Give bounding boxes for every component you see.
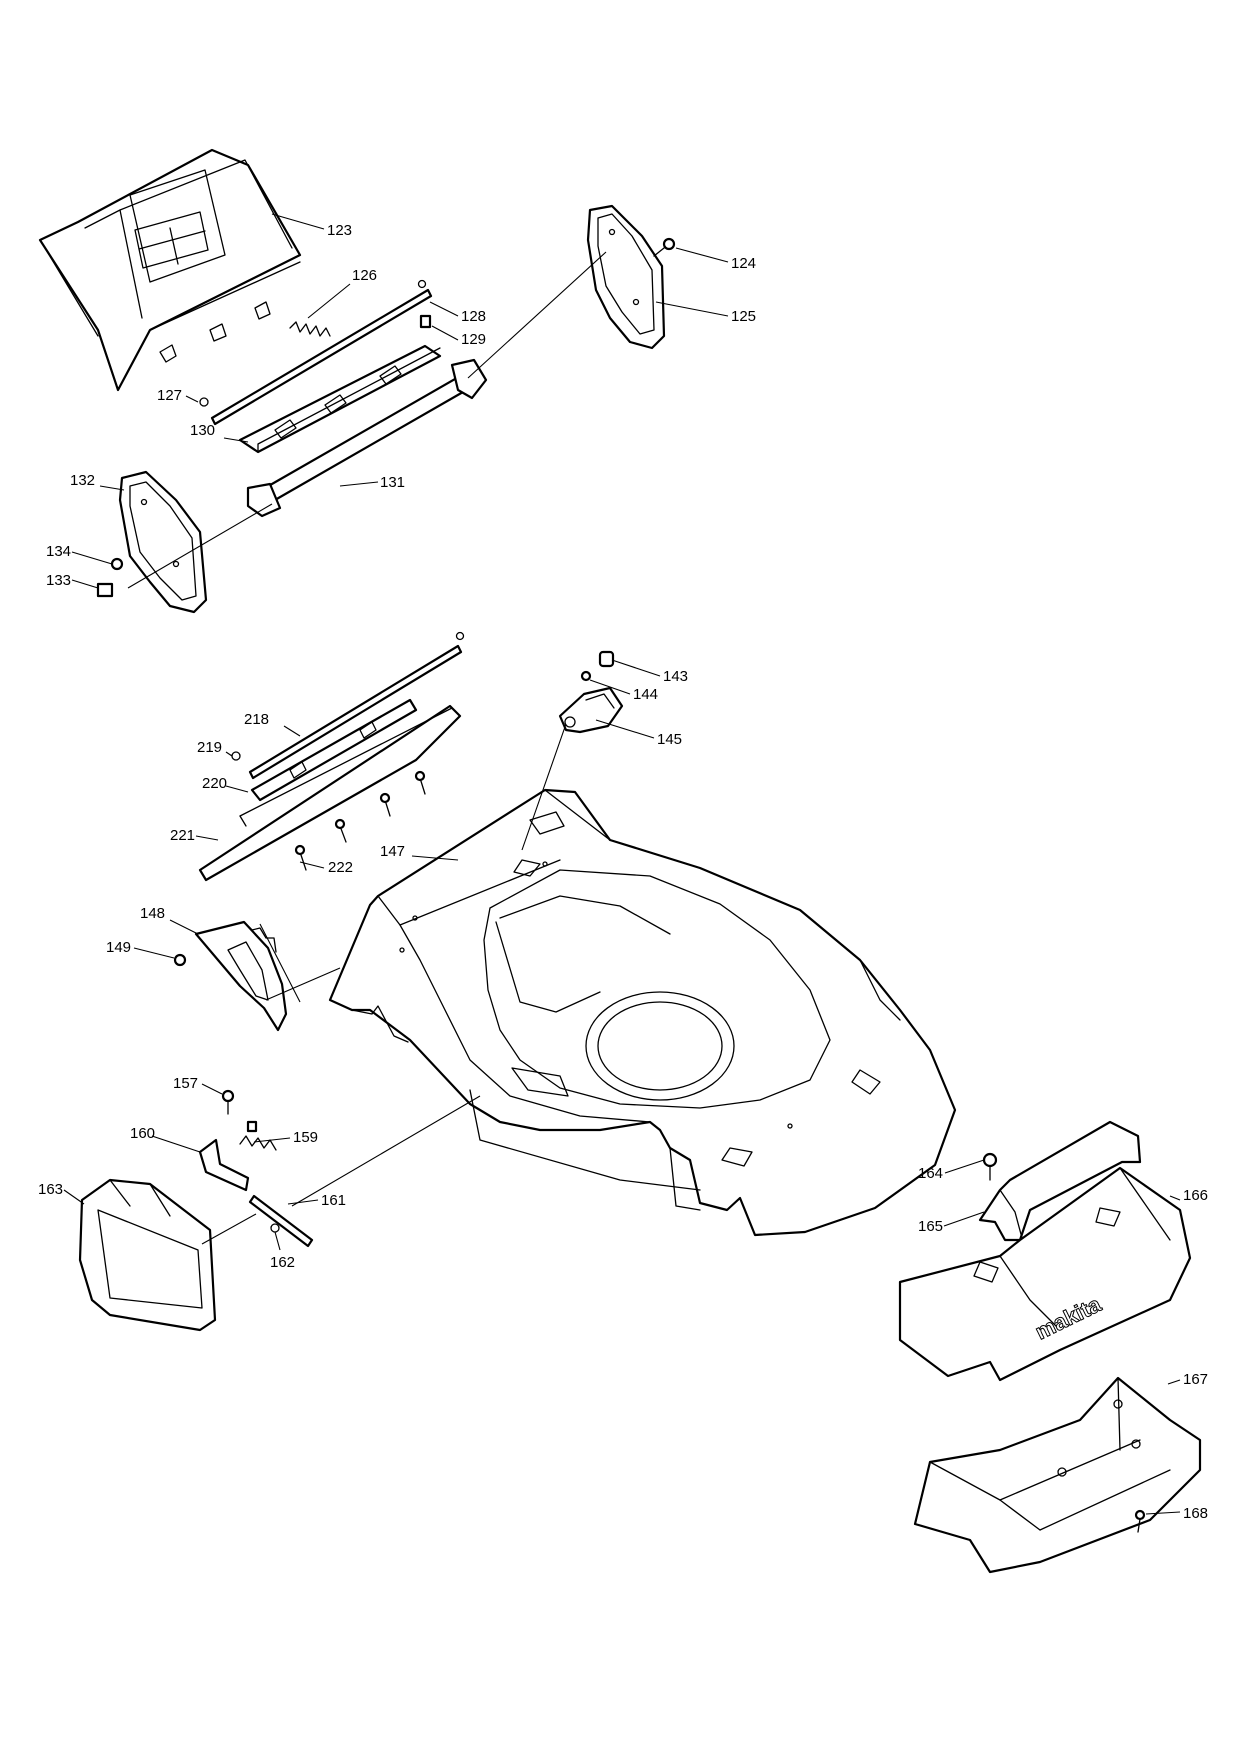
callout-132: 132 <box>70 472 95 489</box>
callout-167: 167 <box>1183 1371 1208 1388</box>
part-162-clip <box>270 1223 280 1233</box>
part-145-knob-mount <box>558 686 624 734</box>
callout-157: 157 <box>173 1075 198 1092</box>
part-161-pin <box>248 1194 314 1248</box>
part-221-rear-flap <box>198 704 462 882</box>
callout-168: 168 <box>1183 1505 1208 1522</box>
part-129-nut <box>419 314 432 329</box>
part-134-screw <box>110 557 124 571</box>
callout-labels: 123 124 125 126 127 128 129 130 131 132 … <box>38 222 1208 1522</box>
callout-148: 148 <box>140 905 165 922</box>
part-132-side-plate <box>118 470 208 614</box>
part-219-clip <box>231 751 241 761</box>
callout-144: 144 <box>633 686 658 703</box>
part-168-screw <box>1134 1509 1146 1533</box>
part-130-hinge-bracket <box>238 344 442 454</box>
callout-165: 165 <box>918 1218 943 1235</box>
part-157-screw <box>221 1089 235 1115</box>
part-166-upper-cover: makita <box>898 1166 1192 1382</box>
part-124-screw <box>653 237 676 257</box>
part-131-axle-tube <box>246 358 488 518</box>
part-163-rear-door <box>78 1178 217 1332</box>
callout-124: 124 <box>731 255 756 272</box>
part-127-clip <box>199 397 209 407</box>
part-144-screw <box>580 670 592 682</box>
callout-163: 163 <box>38 1181 63 1198</box>
callout-127: 127 <box>157 387 182 404</box>
part-148-height-plate <box>194 920 288 1032</box>
part-164-screw <box>982 1152 998 1181</box>
callout-159: 159 <box>293 1129 318 1146</box>
part-125-side-plate <box>586 204 666 350</box>
callout-220: 220 <box>202 775 227 792</box>
callout-130: 130 <box>190 422 215 439</box>
callout-134: 134 <box>46 543 71 560</box>
part-220-flap-hinge <box>250 698 418 802</box>
part-167-lower-base <box>913 1376 1202 1574</box>
callout-126: 126 <box>352 267 377 284</box>
part-218-flap-rod <box>248 631 465 780</box>
part-149-screw <box>173 953 187 967</box>
part-147-mower-deck <box>328 788 957 1237</box>
leader-lines <box>63 213 1181 1515</box>
part-133-nut <box>96 582 114 598</box>
callout-145: 145 <box>657 731 682 748</box>
callout-128: 128 <box>461 308 486 325</box>
part-165-handle <box>978 1120 1142 1242</box>
callout-166: 166 <box>1183 1187 1208 1204</box>
callout-160: 160 <box>130 1125 155 1142</box>
callout-123: 123 <box>327 222 352 239</box>
callout-129: 129 <box>461 331 486 348</box>
part-222-screws <box>294 770 426 871</box>
callout-131: 131 <box>380 474 405 491</box>
callout-149: 149 <box>106 939 131 956</box>
part-128-rod <box>210 279 433 426</box>
callout-164: 164 <box>918 1165 943 1182</box>
callout-219: 219 <box>197 739 222 756</box>
part-126-spring <box>289 321 331 337</box>
callout-162: 162 <box>270 1254 295 1271</box>
callout-221: 221 <box>170 827 195 844</box>
callout-133: 133 <box>46 572 71 589</box>
callout-161: 161 <box>321 1192 346 1209</box>
callout-143: 143 <box>663 668 688 685</box>
part-123-catcher-cover <box>38 148 302 392</box>
callout-222: 222 <box>328 859 353 876</box>
part-160-bracket <box>198 1138 250 1192</box>
callout-125: 125 <box>731 308 756 325</box>
part-159-spring <box>239 1120 277 1151</box>
part-143-cap <box>598 650 615 668</box>
callout-218: 218 <box>244 711 269 728</box>
callout-147: 147 <box>380 843 405 860</box>
